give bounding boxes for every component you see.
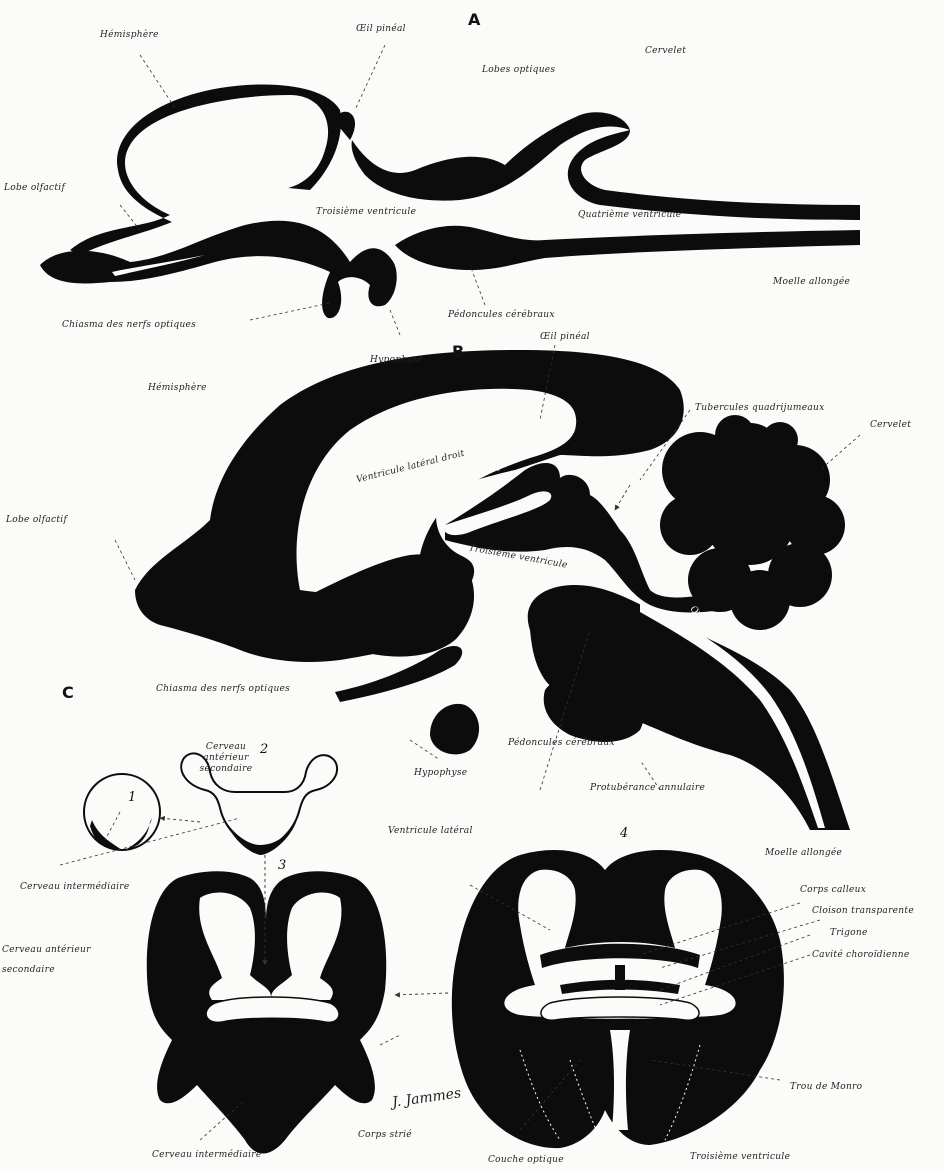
- panel-letter-c: C: [62, 683, 74, 702]
- panel-letter-b: B: [452, 342, 464, 361]
- c-label-couche-optique: Couche optique: [488, 1155, 564, 1165]
- figure-a: [40, 84, 860, 318]
- c1-wall: [90, 818, 152, 850]
- a-cerebellum-medulla-upper: [568, 130, 860, 220]
- b-label-chiasma: Chiasma des nerfs optiques: [156, 684, 290, 694]
- a-forebrain-floor: [40, 221, 397, 318]
- c1-vesicle: [84, 774, 160, 850]
- a-label-hypophyse: Hypophyse: [370, 355, 423, 365]
- b-label-oeil-pineal: Œil pinéal: [540, 332, 590, 342]
- c-label-corps-calleux: Corps calleux: [800, 885, 866, 895]
- c-label-ventricule-lateral: Ventricule latéral: [388, 826, 473, 836]
- stage-number-4: 4: [620, 826, 628, 841]
- c4-choroid-cavity: [541, 997, 699, 1020]
- b-label-hemisphere: Hémisphère: [148, 383, 207, 393]
- b-label-moelle-allongee: Moelle allongée: [765, 848, 842, 858]
- a-label-moelle-allongee: Moelle allongée: [773, 277, 850, 287]
- a-label-oeil-pineal: Œil pinéal: [356, 24, 406, 34]
- c-label-cloison-transparente: Cloison transparente: [812, 906, 914, 916]
- c-label-troisieme-ventricule: Troisième ventricule: [690, 1152, 790, 1162]
- b-label-cervelet: Cervelet: [870, 420, 911, 430]
- a-peduncles: [395, 226, 860, 270]
- b-label-tubercules: Tubercules quadrijumeaux: [695, 403, 824, 413]
- b-label-hypophyse: Hypophyse: [414, 768, 467, 778]
- panel-letter-a: A: [468, 10, 480, 29]
- stage-number-3: 3: [278, 858, 286, 873]
- c-label-trigone: Trigone: [830, 928, 868, 938]
- stage-number-1: 1: [128, 790, 136, 805]
- a-label-lobes-optiques: Lobes optiques: [482, 65, 555, 75]
- c-label-cavite-choroidienne: Cavité choroïdienne: [812, 950, 909, 960]
- c-label-cerveau-intermediaire-top: Cerveau intermédiaire: [20, 882, 130, 892]
- c-label-corps-strie: Corps strié: [358, 1130, 412, 1140]
- c-label-cerveau-intermediaire: Cerveau intermédiaire: [152, 1150, 262, 1160]
- b-label-protuberance: Protubérance annulaire: [590, 783, 705, 793]
- a-label-hemisphere: Hémisphère: [100, 30, 159, 40]
- c-label-trou-de-monro: Trou de Monro: [790, 1082, 862, 1092]
- a-label-ventricule-lateral-droit: Ventricule latéral droit: [168, 147, 279, 157]
- b-label-pedoncules: Pédoncules cérébraux: [508, 738, 615, 748]
- a-label-quatrieme-ventricule: Quatrième ventricule: [578, 210, 681, 220]
- c-label-cerveau-anterieur-secondaire: Cerveau antérieur secondaire: [2, 940, 92, 980]
- c3-median-cavity: [206, 997, 339, 1022]
- b-label-lobe-olfactif: Lobe olfactif: [6, 515, 67, 525]
- a-label-lobe-olfactif: Lobe olfactif: [4, 183, 65, 193]
- a-label-chiasma: Chiasma des nerfs optiques: [62, 320, 196, 330]
- c-label-cerveau-anterieur-secondaire-top: Cerveau antérieur secondaire: [186, 742, 266, 775]
- b-hypophyse: [430, 704, 479, 755]
- a-label-troisieme-ventricule: Troisième ventricule: [316, 207, 416, 217]
- a-label-cervelet: Cervelet: [645, 46, 686, 56]
- a-label-pedoncules: Pédoncules cérébraux: [448, 310, 555, 320]
